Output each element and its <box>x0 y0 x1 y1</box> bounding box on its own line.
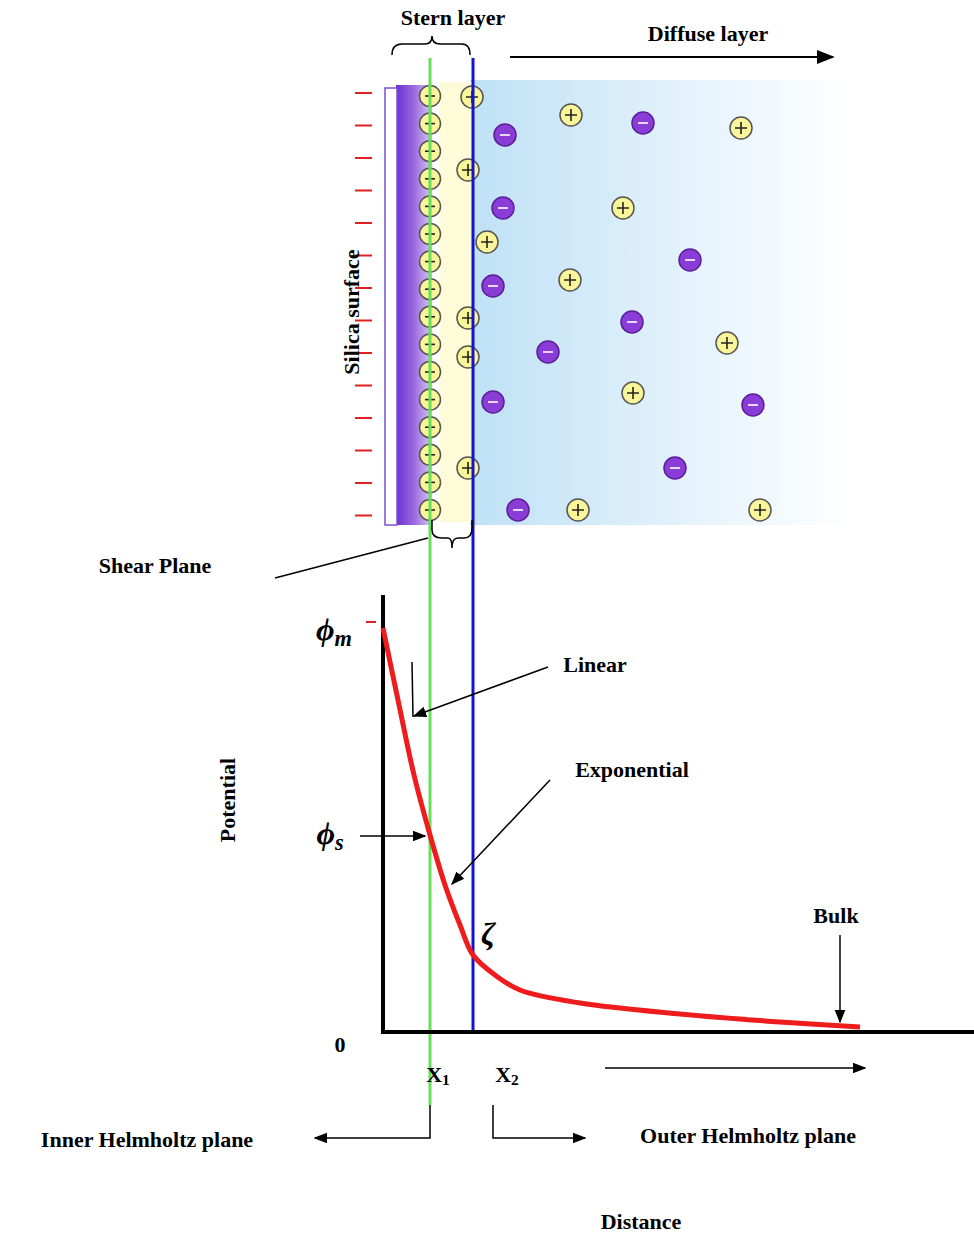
shear-brace <box>432 520 472 548</box>
cation <box>612 197 634 219</box>
cation <box>716 332 738 354</box>
phis-arrow <box>360 835 425 837</box>
surface-charge <box>355 125 372 127</box>
anion <box>507 499 529 521</box>
cation <box>560 104 582 126</box>
cation <box>476 231 498 253</box>
label: Potential <box>216 758 240 842</box>
potential-symbol: ϕs <box>316 816 343 855</box>
cation <box>622 382 644 404</box>
surface-charge <box>355 450 372 452</box>
y-axis <box>381 595 385 1034</box>
bulk-arrow <box>839 935 841 1022</box>
charge-tick <box>366 621 376 623</box>
potential-symbol: ζ <box>481 917 495 952</box>
linear-arrow <box>414 667 548 716</box>
stern-brace <box>392 36 470 55</box>
surface-charge <box>355 385 372 387</box>
anion <box>494 124 516 146</box>
anion <box>482 391 504 413</box>
surface-charge <box>355 92 372 94</box>
anion <box>621 311 643 333</box>
label: Linear <box>563 653 627 677</box>
exponential-arrow <box>452 780 550 884</box>
axis-mark: X1 <box>426 1063 450 1090</box>
axis-mark: X2 <box>495 1063 519 1090</box>
label: Silica surface <box>340 249 364 374</box>
label: Exponential <box>575 758 689 782</box>
shear-leader <box>275 538 428 578</box>
surface-charge <box>355 417 372 419</box>
cation <box>730 117 752 139</box>
inner-plane-line <box>429 58 432 1105</box>
label: Inner Helmholtz plane <box>41 1128 253 1152</box>
label: Diffuse layer <box>648 22 768 46</box>
stern-band <box>440 82 472 522</box>
anion <box>482 275 504 297</box>
x-axis <box>381 1030 974 1034</box>
label: Shear Plane <box>99 554 212 578</box>
anion <box>664 457 686 479</box>
surface-charge <box>355 222 372 224</box>
diffuse-region <box>470 80 850 525</box>
label: Outer Helmholtz plane <box>640 1124 856 1148</box>
outer-plane-line <box>472 58 475 1032</box>
surface-edge <box>385 88 397 525</box>
label: Stern layer <box>401 6 505 30</box>
linear-leader <box>412 662 413 717</box>
surface-charge <box>355 482 372 484</box>
surface-charge <box>355 190 372 192</box>
distance-arrow <box>605 1067 865 1069</box>
label: 0 <box>335 1033 346 1057</box>
cation <box>559 269 581 291</box>
cation <box>457 346 479 368</box>
label: Distance <box>601 1210 682 1234</box>
anion <box>492 197 514 219</box>
anion <box>632 112 654 134</box>
cation <box>457 457 479 479</box>
cation <box>749 499 771 521</box>
potential-symbol: ϕm <box>316 612 352 651</box>
surface-charge <box>355 157 372 159</box>
potential-curve <box>383 628 860 1027</box>
cation <box>457 307 479 329</box>
inner-plane-leader <box>315 1105 430 1138</box>
surface-charge <box>355 515 372 517</box>
diffuse-arrow <box>510 56 833 58</box>
anion <box>537 341 559 363</box>
cation <box>567 499 589 521</box>
label: Bulk <box>813 904 858 928</box>
anion <box>679 249 701 271</box>
anion <box>742 394 764 416</box>
cation <box>457 159 479 181</box>
outer-plane-leader <box>493 1105 585 1138</box>
